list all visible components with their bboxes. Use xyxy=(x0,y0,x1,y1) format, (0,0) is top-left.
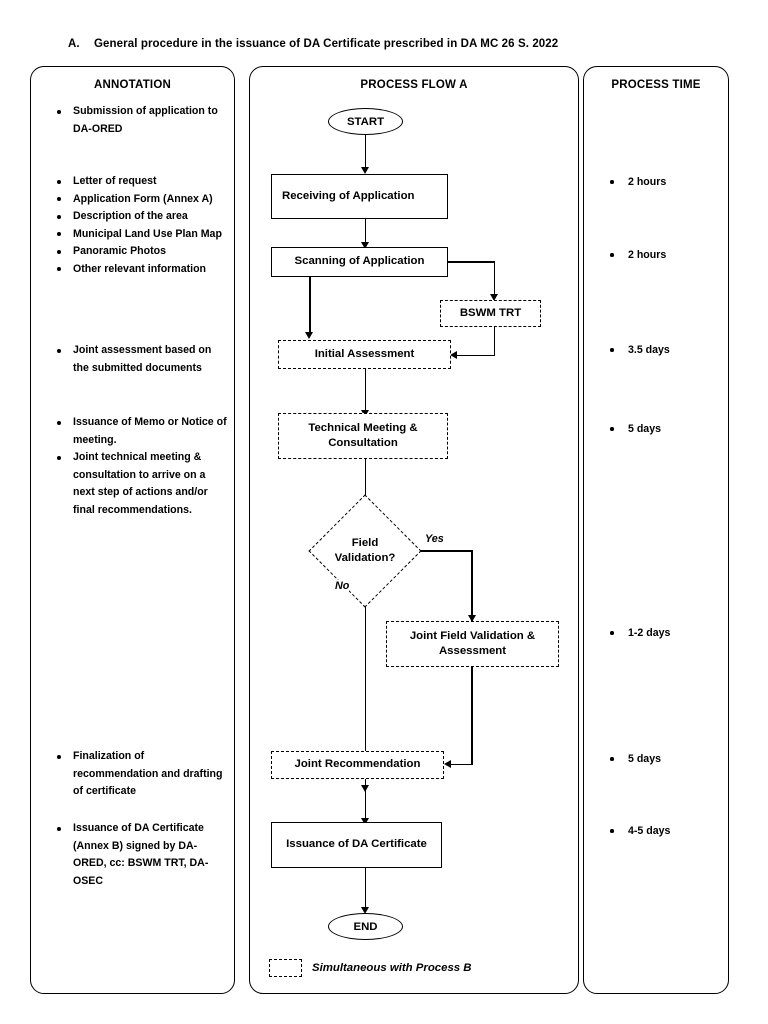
connector-yes-down xyxy=(471,550,473,623)
connector-field-validation-left xyxy=(450,763,473,766)
process-time-panel: PROCESS TIME 2 hours 2 hours 3.5 days 5 … xyxy=(583,66,729,994)
connector-technical-to-decision xyxy=(364,459,367,505)
node-joint-recommendation-label: Joint Recommendation xyxy=(294,758,421,771)
annotation-group-3: Joint assessment based on the submitted … xyxy=(45,342,227,377)
title-text: General procedure in the issuance of DA … xyxy=(94,38,559,50)
node-joint-field-validation-label: Joint Field Validation & Assessment xyxy=(409,629,536,658)
connector-scanning-down-to-bswm xyxy=(493,261,496,297)
arrowhead-joint-recommendation-right xyxy=(444,760,451,768)
arrowhead-issuance xyxy=(360,818,369,825)
node-end-label: END xyxy=(353,920,378,933)
time-item: 1-2 days xyxy=(592,625,724,641)
node-technical-meeting[interactable]: Technical Meeting & Consultation xyxy=(278,413,448,459)
node-start[interactable]: START xyxy=(328,108,403,135)
node-joint-recommendation[interactable]: Joint Recommendation xyxy=(271,751,444,779)
annotation-item: Other relevant information xyxy=(45,261,227,279)
time-entry-7: 4-5 days xyxy=(592,823,724,839)
annotation-group-2: Letter of request Application Form (Anne… xyxy=(45,173,227,278)
arrowhead-scanning xyxy=(360,242,369,249)
edge-label-no: No xyxy=(335,580,350,592)
time-entry-4: 5 days xyxy=(592,421,724,437)
node-scanning-of-application[interactable]: Scanning of Application xyxy=(271,247,448,277)
connector-bswm-left xyxy=(456,354,495,357)
connector-initial-to-technical xyxy=(364,369,367,415)
process-flow-panel: PROCESS FLOW A START Receiving of Applic… xyxy=(249,66,579,994)
node-scanning-label: Scanning of Application xyxy=(294,255,425,268)
node-bswm-label: BSWM TRT xyxy=(459,306,522,319)
annotation-item: Panoramic Photos xyxy=(45,243,227,261)
time-item: 3.5 days xyxy=(592,342,724,358)
time-entry-5: 1-2 days xyxy=(592,625,724,641)
edge-label-yes: Yes xyxy=(425,533,444,545)
node-decision-label: Field Validation? xyxy=(334,536,396,565)
annotation-item: Issuance of DA Certificate (Annex B) sig… xyxy=(45,820,227,890)
time-entry-2: 2 hours xyxy=(592,247,724,263)
legend-dashed-swatch xyxy=(269,959,302,977)
annotation-item: Municipal Land Use Plan Map xyxy=(45,226,227,244)
page-title: A. General procedure in the issuance of D… xyxy=(68,38,708,50)
node-receiving-of-application[interactable]: Receiving of Application xyxy=(271,174,448,219)
process-time-heading: PROCESS TIME xyxy=(611,79,701,91)
time-item: 5 days xyxy=(592,751,724,767)
node-bswm-trt[interactable]: BSWM TRT xyxy=(440,300,541,327)
time-entry-1: 2 hours xyxy=(592,174,724,190)
node-joint-field-validation[interactable]: Joint Field Validation & Assessment xyxy=(386,621,559,667)
node-receiving-label: Receiving of Application xyxy=(282,189,415,202)
connector-yes-right xyxy=(405,550,473,552)
annotation-panel: ANNOTATION Submission of application to … xyxy=(30,66,235,994)
connector-field-validation-down xyxy=(471,667,473,765)
annotation-item: Joint technical meeting & consultation t… xyxy=(45,449,227,519)
time-entry-6: 5 days xyxy=(592,751,724,767)
annotation-group-4: Issuance of Memo or Notice of meeting. J… xyxy=(45,414,227,519)
annotation-item: Application Form (Annex A) xyxy=(45,191,227,209)
annotation-group-5: Finalization of recommendation and draft… xyxy=(45,748,227,801)
arrowhead-initial-assessment-top xyxy=(305,332,314,339)
time-item: 4-5 days xyxy=(592,823,724,839)
arrowhead-initial-assessment-right xyxy=(450,351,457,359)
connector-no-down xyxy=(364,591,367,791)
connector-issuance-to-end xyxy=(364,868,367,912)
arrowhead-joint-recommendation-top xyxy=(360,785,369,792)
arrowhead-receiving xyxy=(360,167,369,174)
time-item: 2 hours xyxy=(592,174,724,190)
time-item: 5 days xyxy=(592,421,724,437)
annotation-item: Issuance of Memo or Notice of meeting. xyxy=(45,414,227,449)
process-flow-heading: PROCESS FLOW A xyxy=(360,79,468,91)
arrowhead-end xyxy=(360,907,369,914)
connector-scanning-right xyxy=(448,261,495,263)
annotation-item: Description of the area xyxy=(45,208,227,226)
node-end[interactable]: END xyxy=(328,913,403,940)
annotation-group-6: Issuance of DA Certificate (Annex B) sig… xyxy=(45,820,227,890)
connector-bswm-down xyxy=(493,327,496,356)
legend-label: Simultaneous with Process B xyxy=(312,962,472,974)
node-technical-meeting-label: Technical Meeting & Consultation xyxy=(308,421,418,450)
arrowhead-bswm xyxy=(489,294,498,301)
annotation-panel-heading: ANNOTATION xyxy=(94,79,171,91)
annotation-item: Joint assessment based on the submitted … xyxy=(45,342,227,377)
node-initial-assessment[interactable]: Initial Assessment xyxy=(278,340,451,369)
annotation-group-1: Submission of application to DA-ORED xyxy=(45,103,227,138)
node-field-validation-decision[interactable]: Field Validation? xyxy=(308,494,422,608)
connector-joint-to-issuance xyxy=(364,779,367,823)
connector-scanning-down-to-initial xyxy=(309,277,311,334)
connector-receiving-to-scanning xyxy=(364,219,367,245)
node-issuance-of-da-certificate[interactable]: Issuance of DA Certificate xyxy=(271,822,442,868)
annotation-item: Finalization of recommendation and draft… xyxy=(45,748,227,801)
annotation-item: Letter of request xyxy=(45,173,227,191)
annotation-item: Submission of application to DA-ORED xyxy=(45,103,227,138)
connector-start-to-receiving xyxy=(364,135,367,169)
node-initial-assessment-label: Initial Assessment xyxy=(314,347,415,360)
time-item: 2 hours xyxy=(592,247,724,263)
title-letter: A. xyxy=(68,38,80,50)
time-entry-3: 3.5 days xyxy=(592,342,724,358)
arrowhead-field-validation xyxy=(467,615,476,622)
node-issuance-label: Issuance of DA Certificate xyxy=(286,838,427,851)
node-start-label: START xyxy=(346,115,385,128)
